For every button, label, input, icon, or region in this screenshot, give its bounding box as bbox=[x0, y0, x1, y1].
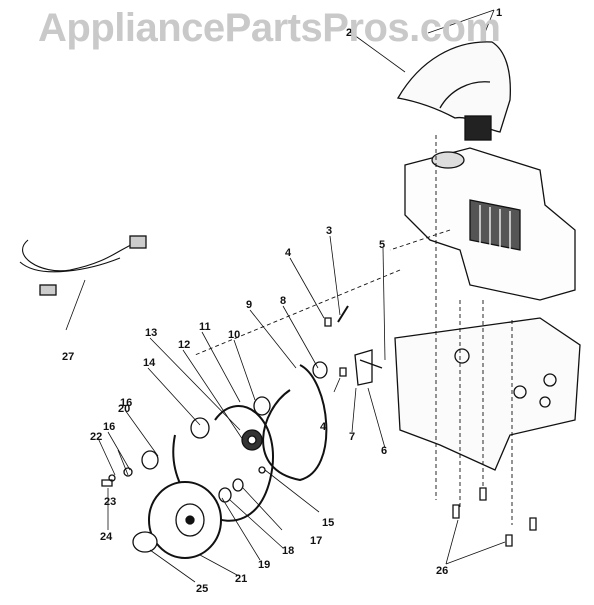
callout-6: 6 bbox=[381, 445, 387, 457]
callout-16: 16 bbox=[103, 421, 115, 433]
callout-26: 26 bbox=[436, 565, 448, 577]
callout-11: 11 bbox=[199, 321, 211, 333]
callout-2: 2 bbox=[346, 27, 352, 39]
callout-7: 7 bbox=[349, 431, 355, 443]
callout-8: 8 bbox=[280, 295, 286, 307]
callout-22: 22 bbox=[90, 431, 102, 443]
callout-21: 21 bbox=[235, 573, 247, 585]
callout-5: 5 bbox=[379, 239, 385, 251]
callout-16: 16 bbox=[120, 397, 132, 409]
callout-10: 10 bbox=[228, 329, 240, 341]
callout-24: 24 bbox=[100, 531, 113, 543]
callout-27: 27 bbox=[62, 351, 74, 363]
callout-19: 19 bbox=[258, 559, 270, 571]
callout-23: 23 bbox=[104, 496, 116, 508]
callout-18: 18 bbox=[282, 545, 294, 557]
auger-belt bbox=[262, 364, 328, 482]
bracket bbox=[354, 349, 373, 386]
callout-13: 13 bbox=[145, 327, 157, 339]
callout-4: 4 bbox=[285, 247, 292, 259]
callout-3: 3 bbox=[326, 225, 332, 237]
engine-cap bbox=[431, 151, 465, 169]
callout-17: 17 bbox=[310, 535, 322, 547]
callout-1: 1 bbox=[496, 7, 502, 19]
power-cord bbox=[19, 239, 139, 273]
chute-cover bbox=[396, 41, 511, 133]
small-pulley bbox=[132, 531, 158, 553]
callout-9: 9 bbox=[246, 299, 252, 311]
chute-handle bbox=[464, 115, 492, 141]
callout-15: 15 bbox=[322, 517, 334, 529]
frame-plate bbox=[394, 317, 581, 471]
callout-4: 4 bbox=[320, 421, 327, 433]
callout-14: 14 bbox=[143, 357, 156, 369]
callout-12: 12 bbox=[178, 339, 190, 351]
callout-20: 20 bbox=[118, 403, 130, 415]
callout-25: 25 bbox=[196, 583, 208, 595]
